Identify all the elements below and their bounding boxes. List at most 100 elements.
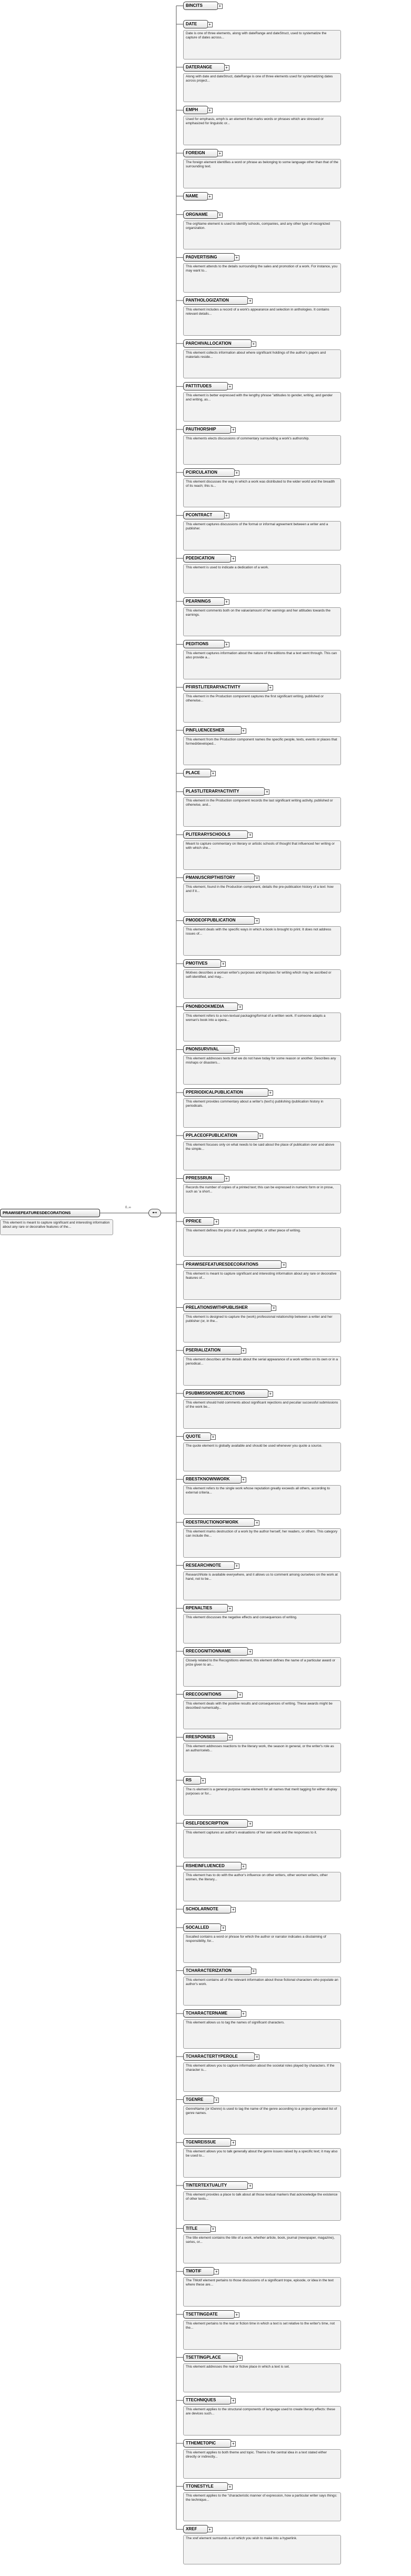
expand-icon[interactable]: +	[217, 4, 223, 9]
child-element-node[interactable]: QUOTE+	[183, 1432, 216, 1441]
child-element-node[interactable]: EMPH+	[183, 106, 213, 115]
child-element-node[interactable]: RS+	[183, 1776, 206, 1785]
expand-icon[interactable]: +	[230, 1907, 236, 1912]
expand-icon[interactable]: +	[237, 1692, 243, 1698]
expand-icon[interactable]: +	[247, 2183, 253, 2189]
expand-icon[interactable]: +	[247, 1649, 253, 1655]
expand-icon[interactable]: +	[230, 2441, 236, 2447]
expand-icon[interactable]: +	[207, 22, 213, 27]
expand-icon[interactable]: +	[234, 1047, 239, 1053]
child-element-node[interactable]: PPRICE+	[183, 1217, 219, 1226]
expand-icon[interactable]: +	[230, 427, 236, 433]
expand-icon[interactable]: +	[281, 1262, 287, 1268]
child-element-node[interactable]: PSUBMISSIONSREJECTIONS+	[183, 1389, 273, 1398]
child-element-node[interactable]: PADVERTISING+	[183, 253, 239, 262]
child-element-node[interactable]: TCHARACTERTYPEROLE+	[183, 2052, 260, 2061]
expand-icon[interactable]: +	[240, 1864, 246, 1870]
expand-icon[interactable]: +	[234, 255, 239, 261]
child-element-node[interactable]: PMOTIVES+	[183, 959, 226, 968]
child-element-node[interactable]: PPERIODICALPUBLICATION+	[183, 1088, 273, 1097]
child-element-node[interactable]: TCHARACTERNAME+	[183, 2009, 246, 2018]
child-element-node[interactable]: PLITERARYSCHOOLS+	[183, 830, 253, 839]
child-element-node[interactable]: TSETTINGDATE+	[183, 2310, 239, 2319]
expand-icon[interactable]: +	[214, 2269, 219, 2275]
child-element-node[interactable]: TTECHNIQUES+	[183, 2396, 236, 2405]
root-element-node[interactable]: PRAWISEFEATURESDECORATIONS	[0, 1209, 100, 1217]
child-element-node[interactable]: PEARNINGS+	[183, 597, 229, 606]
child-element-node[interactable]: PANTHOLOGIZATION+	[183, 296, 253, 305]
child-element-node[interactable]: PMODEOFPUBLICATION+	[183, 916, 260, 925]
expand-icon[interactable]: +	[254, 1520, 260, 1526]
expand-icon[interactable]: +	[267, 685, 273, 691]
child-element-node[interactable]: XREF+	[183, 2525, 213, 2534]
child-element-node[interactable]: TTONESTYLE+	[183, 2482, 233, 2491]
child-element-node[interactable]: PEDITIONS+	[183, 640, 229, 649]
expand-icon[interactable]: +	[234, 2312, 239, 2318]
expand-icon[interactable]: +	[217, 151, 223, 157]
child-element-node[interactable]: NAME+	[183, 192, 213, 201]
child-element-node[interactable]: DATE+	[183, 20, 213, 28]
child-element-node[interactable]: PATTITUDES+	[183, 382, 233, 391]
expand-icon[interactable]: +	[224, 65, 229, 71]
expand-icon[interactable]: +	[230, 2398, 236, 2404]
child-element-node[interactable]: TMOTIF+	[183, 2267, 219, 2276]
expand-icon[interactable]: +	[247, 833, 253, 838]
expand-icon[interactable]: +	[227, 1735, 233, 1741]
expand-icon[interactable]: +	[227, 2484, 233, 2490]
expand-icon[interactable]: +	[210, 2226, 216, 2232]
child-element-node[interactable]: PNONSURVIVAL+	[183, 1045, 239, 1054]
expand-icon[interactable]: +	[214, 1219, 219, 1225]
expand-icon[interactable]: +	[210, 1434, 216, 1440]
child-element-node[interactable]: SOCALLED+	[183, 1923, 226, 1932]
expand-icon[interactable]: +	[247, 298, 253, 304]
sequence-compositor-icon[interactable]: ⊷	[148, 1209, 161, 1217]
child-element-node[interactable]: TTHEMETOPIC+	[183, 2439, 236, 2448]
expand-icon[interactable]: +	[224, 513, 229, 519]
child-element-node[interactable]: RSELFDESCRIPTION+	[183, 1819, 253, 1828]
child-element-node[interactable]: TGENREISSUE+	[183, 2138, 236, 2147]
expand-icon[interactable]: +	[224, 642, 229, 648]
expand-icon[interactable]: +	[240, 728, 246, 734]
child-element-node[interactable]: RDESTRUCTIONOFWORK+	[183, 1518, 260, 1527]
expand-icon[interactable]: +	[254, 2054, 260, 2060]
child-element-node[interactable]: SCHOLARNOTE+	[183, 1905, 236, 1913]
child-element-node[interactable]: PPRESSRUN+	[183, 1174, 229, 1183]
expand-icon[interactable]: +	[240, 2011, 246, 2017]
child-element-node[interactable]: RRESPONSES+	[183, 1733, 233, 1742]
child-element-node[interactable]: TITLE+	[183, 2224, 216, 2233]
child-element-node[interactable]: RESEARCHNOTE+	[183, 1561, 239, 1570]
child-element-node[interactable]: PARCHIVALLOCATION+	[183, 339, 256, 348]
child-element-node[interactable]: TCHARACTERIZATION+	[183, 1966, 256, 1975]
child-element-node[interactable]: RPENALTIES+	[183, 1604, 233, 1613]
expand-icon[interactable]: +	[267, 1391, 273, 1397]
child-element-node[interactable]: RRECOGNITIONNAME+	[183, 1647, 253, 1656]
expand-icon[interactable]: +	[220, 1925, 226, 1931]
expand-icon[interactable]: +	[227, 1606, 233, 1612]
child-element-node[interactable]: PSERIALIZATION+	[183, 1346, 246, 1355]
expand-icon[interactable]: +	[267, 1090, 273, 1096]
expand-icon[interactable]: +	[271, 1305, 277, 1311]
expand-icon[interactable]: +	[224, 1176, 229, 1182]
expand-icon[interactable]: +	[217, 212, 223, 218]
expand-icon[interactable]: +	[240, 1348, 246, 1354]
child-element-node[interactable]: RRECOGNITIONS+	[183, 1690, 243, 1699]
expand-icon[interactable]: +	[247, 1821, 253, 1827]
expand-icon[interactable]: +	[207, 194, 213, 199]
child-element-node[interactable]: PINFLUENCESHER+	[183, 726, 246, 735]
expand-icon[interactable]: +	[207, 2527, 213, 2533]
expand-icon[interactable]: +	[230, 556, 236, 562]
child-element-node[interactable]: PNONBOOKMEDIA+	[183, 1002, 243, 1011]
child-element-node[interactable]: ORGNAME+	[183, 210, 223, 219]
expand-icon[interactable]: +	[250, 1968, 256, 1974]
child-element-node[interactable]: FOREIGN+	[183, 149, 223, 158]
expand-icon[interactable]: +	[200, 1778, 206, 1783]
expand-icon[interactable]: +	[210, 771, 216, 777]
child-element-node[interactable]: PMANUSCRIPTHISTORY+	[183, 873, 260, 882]
expand-icon[interactable]: +	[237, 1004, 243, 1010]
child-element-node[interactable]: PDEDICATION+	[183, 554, 236, 563]
child-element-node[interactable]: PPLACEOFPUBLICATION+	[183, 1131, 263, 1140]
child-element-node[interactable]: PFIRSTLITERARYACTIVITY+	[183, 683, 273, 692]
child-element-node[interactable]: PLASTLITERARYACTIVITY+	[183, 787, 270, 796]
child-element-node[interactable]: TGENRE+	[183, 2095, 219, 2104]
child-element-node[interactable]: RBESTKNOWNWORK+	[183, 1475, 246, 1484]
